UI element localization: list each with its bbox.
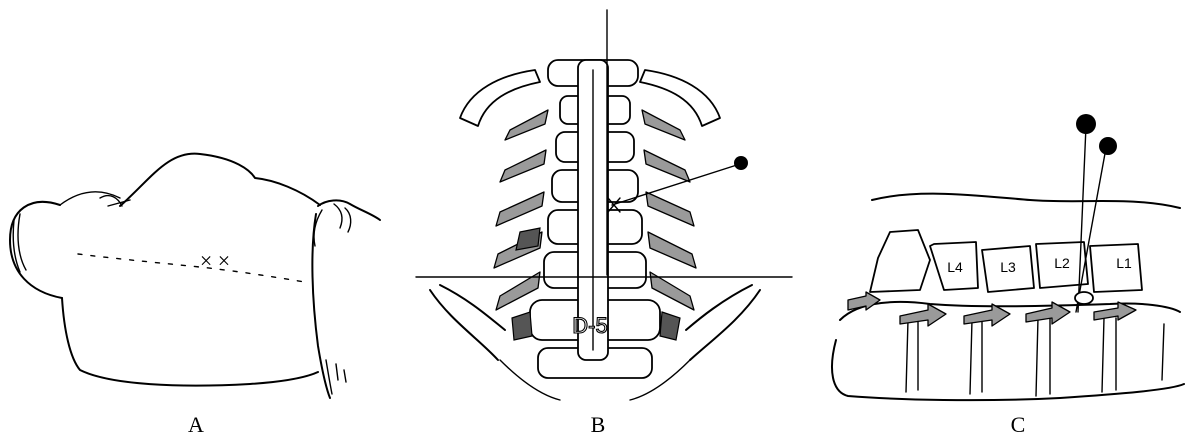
- panel-c-label-l4: L4: [947, 259, 963, 275]
- panel-a-back-outline: [120, 154, 320, 206]
- panel-a-drawing: [10, 154, 380, 398]
- panel-b-drawing: [416, 10, 792, 400]
- panel-b-label: B: [591, 412, 606, 434]
- panel-a-head: [10, 202, 62, 298]
- panel-c-needle-head-2: [1099, 137, 1117, 155]
- panel-c-label-l1: L1: [1116, 255, 1132, 271]
- panel-c-label: C: [1011, 412, 1026, 434]
- panel-b-needle-head: [734, 156, 748, 170]
- panel-a-marker: × ×: [200, 248, 230, 273]
- panel-a-body-outline: [62, 298, 318, 386]
- panel-c-label-l3: L3: [1000, 259, 1016, 275]
- panel-c-skin-line: [872, 194, 1180, 208]
- panel-a-label: A: [188, 412, 204, 434]
- panel-c-label-l2: L2: [1054, 255, 1070, 271]
- panel-b-vertebra-label: D-5: [572, 313, 607, 338]
- panel-b-left-rib: [460, 70, 540, 126]
- panel-c-needle-head-1: [1076, 114, 1096, 134]
- panel-a-spine-line: [78, 254, 305, 282]
